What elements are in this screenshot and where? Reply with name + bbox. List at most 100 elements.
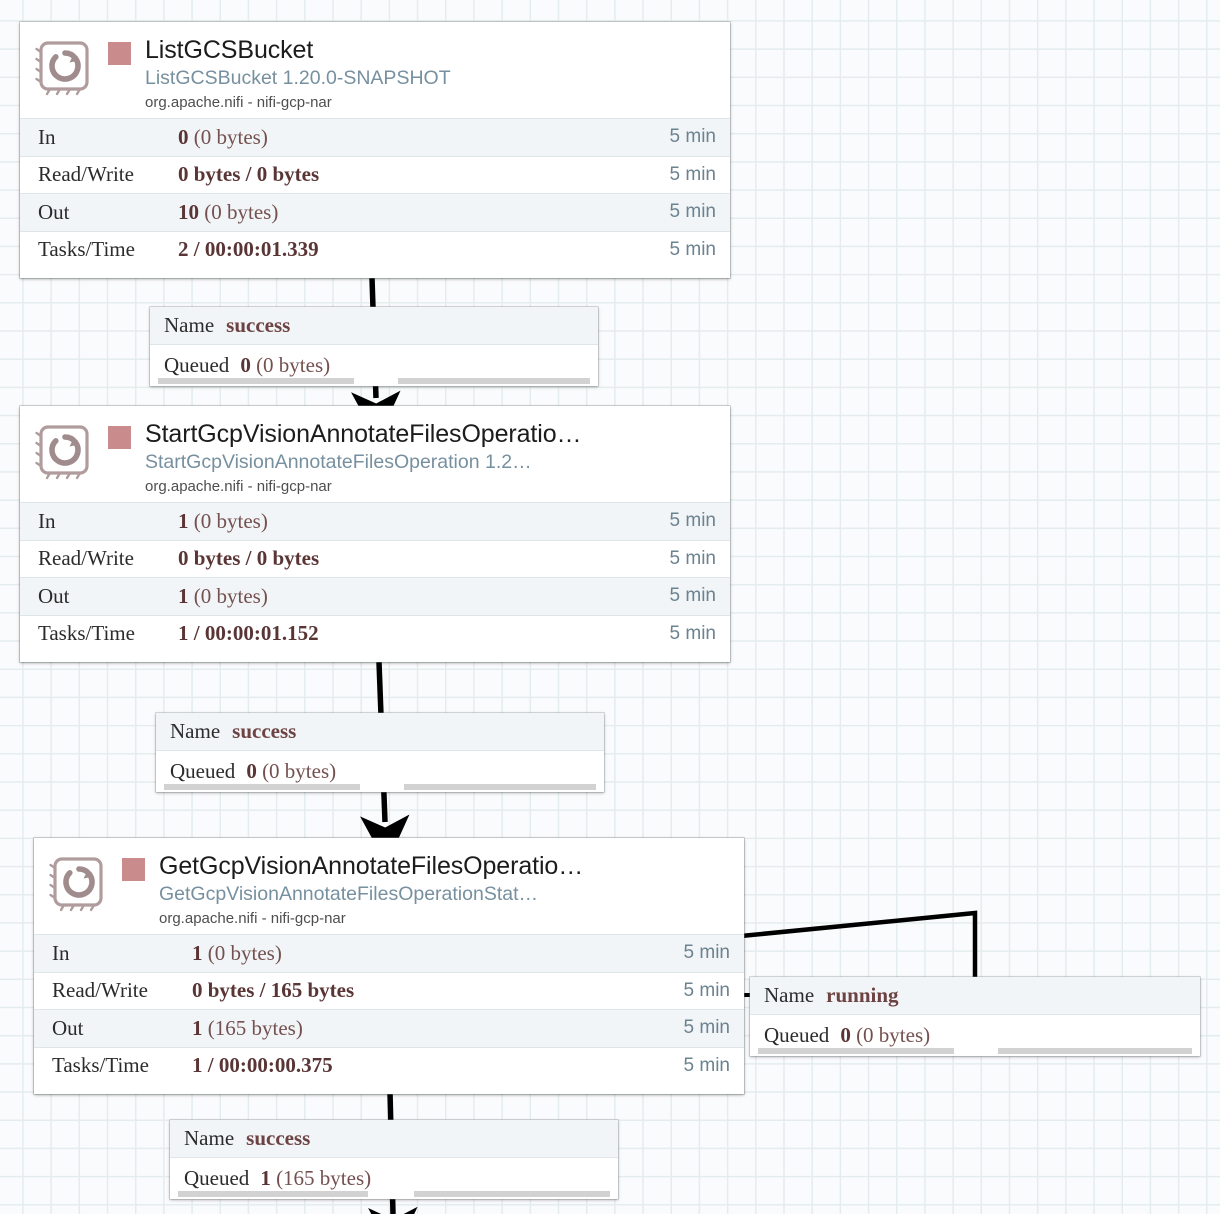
stat-row: In 0 (0 bytes) 5 min xyxy=(20,118,730,156)
processor-name: GetGcpVisionAnnotateFilesOperatio… xyxy=(159,852,584,880)
queue-count-bar xyxy=(758,1048,954,1054)
processor-chip-icon xyxy=(34,422,96,484)
stat-row: Tasks/Time 2 / 00:00:01.339 5 min xyxy=(20,230,730,268)
stat-label: Tasks/Time xyxy=(38,621,135,646)
processor-titles: ListGCSBucket ListGCSBucket 1.20.0-SNAPS… xyxy=(145,36,720,113)
processor-bundle: org.apache.nifi - nifi-gcp-nar xyxy=(159,910,346,927)
stat-row: Out 1 (0 bytes) 5 min xyxy=(20,577,730,615)
processor-name: StartGcpVisionAnnotateFilesOperatio… xyxy=(145,420,582,448)
connection-name-value: running xyxy=(826,983,899,1007)
stat-label: In xyxy=(38,508,56,533)
connection-name-value: success xyxy=(232,719,297,743)
stat-time: 5 min xyxy=(669,163,716,185)
stat-value: 1 (0 bytes) xyxy=(178,583,268,608)
connection-queued-key: Queued xyxy=(184,1165,250,1190)
connection-label-success-2[interactable]: Name success Queued 0 (0 bytes) xyxy=(156,713,604,792)
stat-label: Out xyxy=(38,583,70,608)
processor-type: ListGCSBucket 1.20.0-SNAPSHOT xyxy=(145,67,451,89)
queue-count-bar xyxy=(164,784,360,790)
stat-time: 5 min xyxy=(669,622,716,644)
stat-time: 5 min xyxy=(669,547,716,569)
stat-value: 1 / 00:00:01.152 xyxy=(178,621,319,646)
stat-label: In xyxy=(38,124,56,149)
processor-bundle: org.apache.nifi - nifi-gcp-nar xyxy=(145,94,332,111)
connection-label-running[interactable]: Name running Queued 0 (0 bytes) xyxy=(750,977,1200,1056)
connection-queued-value: 0 (0 bytes) xyxy=(840,1022,931,1047)
processor-name: ListGCSBucket xyxy=(145,36,314,64)
connection-name-row: Name success xyxy=(156,713,604,751)
processor-type: GetGcpVisionAnnotateFilesOperationStat… xyxy=(159,883,539,905)
queue-size-bar xyxy=(404,784,596,790)
stat-label: Read/Write xyxy=(38,162,134,187)
connection-name-value: success xyxy=(246,1126,311,1150)
connection-queue-bars xyxy=(156,782,604,792)
stat-label: Out xyxy=(38,199,70,224)
stat-time: 5 min xyxy=(683,1017,730,1039)
stat-time: 5 min xyxy=(683,942,730,964)
stat-row: Tasks/Time 1 / 00:00:01.152 5 min xyxy=(20,614,730,652)
queue-size-bar xyxy=(398,378,590,384)
stat-row: Out 1 (165 bytes) 5 min xyxy=(34,1009,744,1047)
stat-value: 1 (0 bytes) xyxy=(192,940,282,965)
stat-row: Read/Write 0 bytes / 165 bytes 5 min xyxy=(34,971,744,1009)
processor-header: GetGcpVisionAnnotateFilesOperatio… GetGc… xyxy=(34,838,744,934)
stat-value: 1 (165 bytes) xyxy=(192,1015,303,1040)
stat-time: 5 min xyxy=(669,238,716,260)
queue-size-bar xyxy=(998,1048,1192,1054)
connection-name-key: Name xyxy=(184,1126,235,1150)
queue-count-bar xyxy=(158,378,354,384)
processor-bundle: org.apache.nifi - nifi-gcp-nar xyxy=(145,478,332,495)
connection-label-success-3[interactable]: Name success Queued 1 (165 bytes) xyxy=(170,1120,618,1199)
status-badge[interactable] xyxy=(122,858,145,881)
processor-start-gcp-vision-annotate-files-operation[interactable]: StartGcpVisionAnnotateFilesOperatio… Sta… xyxy=(20,406,730,662)
stat-time: 5 min xyxy=(669,510,716,532)
status-badge[interactable] xyxy=(108,426,131,449)
connection-queue-bars xyxy=(170,1189,618,1199)
stat-label: Read/Write xyxy=(52,978,148,1003)
processor-list-gcs-bucket[interactable]: ListGCSBucket ListGCSBucket 1.20.0-SNAPS… xyxy=(20,22,730,278)
connection-queued-value: 0 (0 bytes) xyxy=(246,758,337,783)
stat-value: 2 / 00:00:01.339 xyxy=(178,237,319,262)
connection-name-value: success xyxy=(226,313,291,337)
stat-time: 5 min xyxy=(683,979,730,1001)
connection-name-row: Name success xyxy=(150,307,598,345)
processor-header: ListGCSBucket ListGCSBucket 1.20.0-SNAPS… xyxy=(20,22,730,118)
queue-count-bar xyxy=(178,1191,368,1197)
stat-row: Tasks/Time 1 / 00:00:00.375 5 min xyxy=(34,1046,744,1084)
connection-label-success-1[interactable]: Name success Queued 0 (0 bytes) xyxy=(150,307,598,386)
connection-queued-value: 0 (0 bytes) xyxy=(240,352,331,377)
connection-queued-key: Queued xyxy=(170,758,236,783)
stat-time: 5 min xyxy=(669,201,716,223)
stat-row: Read/Write 0 bytes / 0 bytes 5 min xyxy=(20,155,730,193)
stat-label: Out xyxy=(52,1015,84,1040)
stat-time: 5 min xyxy=(669,126,716,148)
connection-queue-bars xyxy=(150,376,598,386)
stat-label: In xyxy=(52,940,70,965)
processor-get-gcp-vision-annotate-files-operation-status[interactable]: GetGcpVisionAnnotateFilesOperatio… GetGc… xyxy=(34,838,744,1094)
connection-name-row: Name success xyxy=(170,1120,618,1158)
stat-row: Read/Write 0 bytes / 0 bytes 5 min xyxy=(20,539,730,577)
stat-row: In 1 (0 bytes) 5 min xyxy=(34,934,744,972)
connection-queued-key: Queued xyxy=(164,352,230,377)
processor-type: StartGcpVisionAnnotateFilesOperation 1.2… xyxy=(145,451,532,473)
stat-value: 0 bytes / 0 bytes xyxy=(178,162,320,187)
stat-value: 1 / 00:00:00.375 xyxy=(192,1053,333,1078)
stat-time: 5 min xyxy=(669,585,716,607)
stat-value: 1 (0 bytes) xyxy=(178,508,268,533)
connection-queued-key: Queued xyxy=(764,1022,830,1047)
connection-name-row: Name running xyxy=(750,977,1200,1015)
status-badge[interactable] xyxy=(108,42,131,65)
connection-queue-bars xyxy=(750,1046,1200,1056)
stat-row: Out 10 (0 bytes) 5 min xyxy=(20,193,730,231)
processor-chip-icon xyxy=(34,38,96,100)
connection-name-key: Name xyxy=(164,313,215,337)
stat-value: 0 (0 bytes) xyxy=(178,124,268,149)
connection-queued-value: 1 (165 bytes) xyxy=(260,1165,372,1190)
stat-label: Read/Write xyxy=(38,546,134,571)
processor-titles: StartGcpVisionAnnotateFilesOperatio… Sta… xyxy=(145,420,720,497)
stat-value: 0 bytes / 0 bytes xyxy=(178,546,320,571)
queue-size-bar xyxy=(414,1191,610,1197)
processor-chip-icon xyxy=(48,854,110,916)
stat-label: Tasks/Time xyxy=(38,237,135,262)
